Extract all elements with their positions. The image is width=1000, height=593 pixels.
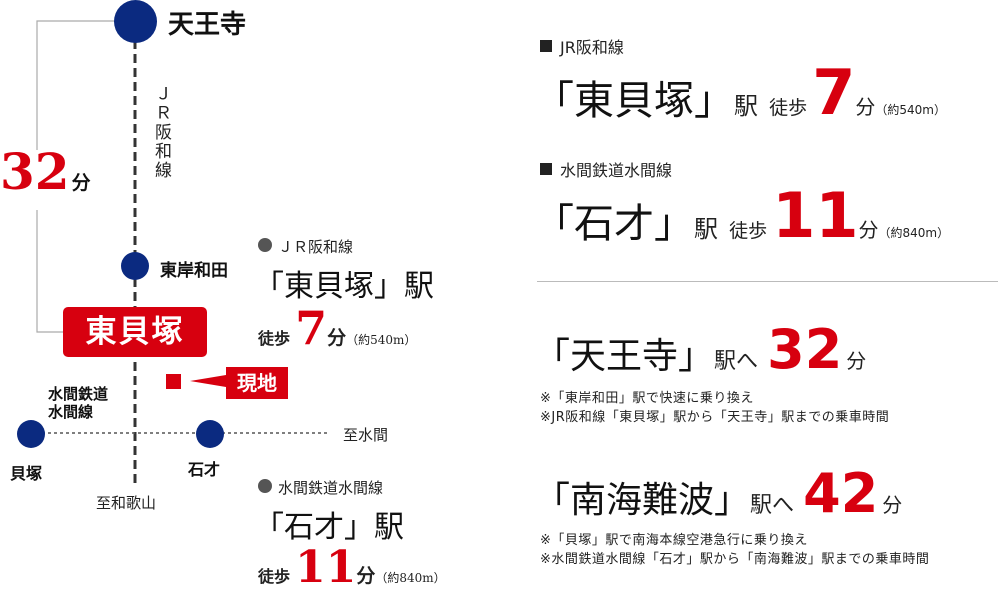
map-jr-min-unit: 分 xyxy=(327,327,347,349)
higashikaizuka-bracket-line xyxy=(36,210,72,333)
section-divider xyxy=(537,281,998,282)
higashikaizuka-station-box xyxy=(63,307,207,357)
site-pointer xyxy=(190,374,232,388)
namba-note-1: ※「貝塚」駅で南海本線空港急行に乗り換え xyxy=(540,533,808,548)
map-jr-title: ＪＲ阪和線 xyxy=(278,238,354,256)
higashikishiwada-label: 東岸和田 xyxy=(160,261,228,281)
map-mizuma-distance: （約840m） xyxy=(375,571,446,585)
tennoji-label: 天王寺 xyxy=(168,10,247,40)
jr-square-icon xyxy=(540,40,552,52)
tennoji-eki: 駅へ xyxy=(714,349,759,374)
tennoji-bracket-line xyxy=(36,20,118,150)
time-unit: 分 xyxy=(71,172,91,194)
map-mizuma-bullet-icon xyxy=(258,479,272,493)
namba-min-unit: 分 xyxy=(882,493,903,517)
map-jr-bullet-icon xyxy=(258,238,272,252)
mizuma-min-unit: 分 xyxy=(858,218,879,242)
access-mizuma-block: 水間鉄道水間線 「石才」駅 徒歩 11分（約840m） xyxy=(534,157,950,247)
mizuma-walk: 徒歩 xyxy=(729,220,768,242)
namba-destination: 「南海難波」 xyxy=(534,480,751,521)
time-32: 32 xyxy=(0,142,70,201)
namba-eki: 駅へ xyxy=(750,493,795,518)
namba-minutes: 42 xyxy=(803,462,879,525)
map-mizuma-info: 水間鉄道水間線 「石才」駅 徒歩 11分（約840m） xyxy=(254,477,446,593)
map-mizuma-title: 水間鉄道水間線 xyxy=(278,479,384,497)
higashikishiwada-station-dot xyxy=(121,252,149,280)
jr-eki: 駅 xyxy=(734,92,758,120)
map-jr-walk: 徒歩 xyxy=(258,329,291,348)
map-mizuma-walk: 徒歩 xyxy=(258,567,291,586)
tennoji-destination: 「天王寺」 xyxy=(534,336,715,377)
jr-line-title: JR阪和線 xyxy=(560,38,624,57)
mizuma-line-label-2: 水間線 xyxy=(48,403,94,421)
route-map-lines xyxy=(30,20,330,485)
jr-min-unit: 分 xyxy=(855,95,876,119)
to-mizuma-label: 至水間 xyxy=(343,426,389,444)
mizuma-station-name: 「石才」 xyxy=(534,201,694,247)
map-jr-distance: （約540m） xyxy=(346,333,417,347)
mizuma-line-label-1: 水間鉄道 xyxy=(48,385,109,403)
map-jr-station: 「東貝塚」駅 xyxy=(254,269,434,304)
tennoji-note-1: ※「東岸和田」駅で快速に乗り換え xyxy=(540,391,754,406)
namba-note-2: ※水間鉄道水間線「石才」駅から「南海難波」駅までの乗車時間 xyxy=(540,552,930,567)
kaizuka-label: 貝塚 xyxy=(10,464,43,483)
mizuma-distance: （約840m） xyxy=(878,226,950,240)
to-wakayama-label: 至和歌山 xyxy=(96,494,157,512)
jr-walk: 徒歩 xyxy=(769,97,808,119)
jr-station-name: 「東貝塚」 xyxy=(534,78,734,124)
map-mizuma-minutes: 11 xyxy=(295,542,357,593)
tennoji-station-dot xyxy=(114,0,157,43)
jr-hanwa-vertical-label: ＪＲ阪和線 xyxy=(151,85,171,180)
kaizuka-station-dot xyxy=(17,420,45,448)
tennoji-note-2: ※JR阪和線「東貝塚」駅から「天王寺」駅までの乗車時間 xyxy=(540,410,890,425)
site-marker-square xyxy=(166,374,181,389)
tennoji-minutes: 32 xyxy=(767,318,843,381)
mizuma-walk-minutes: 11 xyxy=(772,179,859,252)
ishizai-label: 石才 xyxy=(188,460,221,479)
access-jr-block: JR阪和線 「東貝塚」駅 徒歩 7分（約540m） xyxy=(534,34,946,124)
site-label: 現地 xyxy=(226,367,288,399)
jr-walk-minutes: 7 xyxy=(812,56,856,129)
jr-distance: （約540m） xyxy=(875,103,946,117)
map-jr-minutes: 7 xyxy=(295,301,328,355)
ishizai-station-dot xyxy=(196,420,224,448)
mizuma-line-label: 水間鉄道 水間線 xyxy=(48,385,108,421)
mizuma-square-icon xyxy=(540,163,552,175)
map-mizuma-min-unit: 分 xyxy=(356,565,376,587)
mizuma-eki: 駅 xyxy=(694,215,718,243)
higashikaizuka-label: 東貝塚 xyxy=(85,314,185,350)
tennoji-min-unit: 分 xyxy=(846,349,867,373)
map-jr-info: ＪＲ阪和線 「東貝塚」駅 徒歩 7分（約540m） xyxy=(254,236,434,351)
map-mizuma-station: 「石才」駅 xyxy=(254,510,404,545)
mizuma-line-title: 水間鉄道水間線 xyxy=(560,161,673,180)
